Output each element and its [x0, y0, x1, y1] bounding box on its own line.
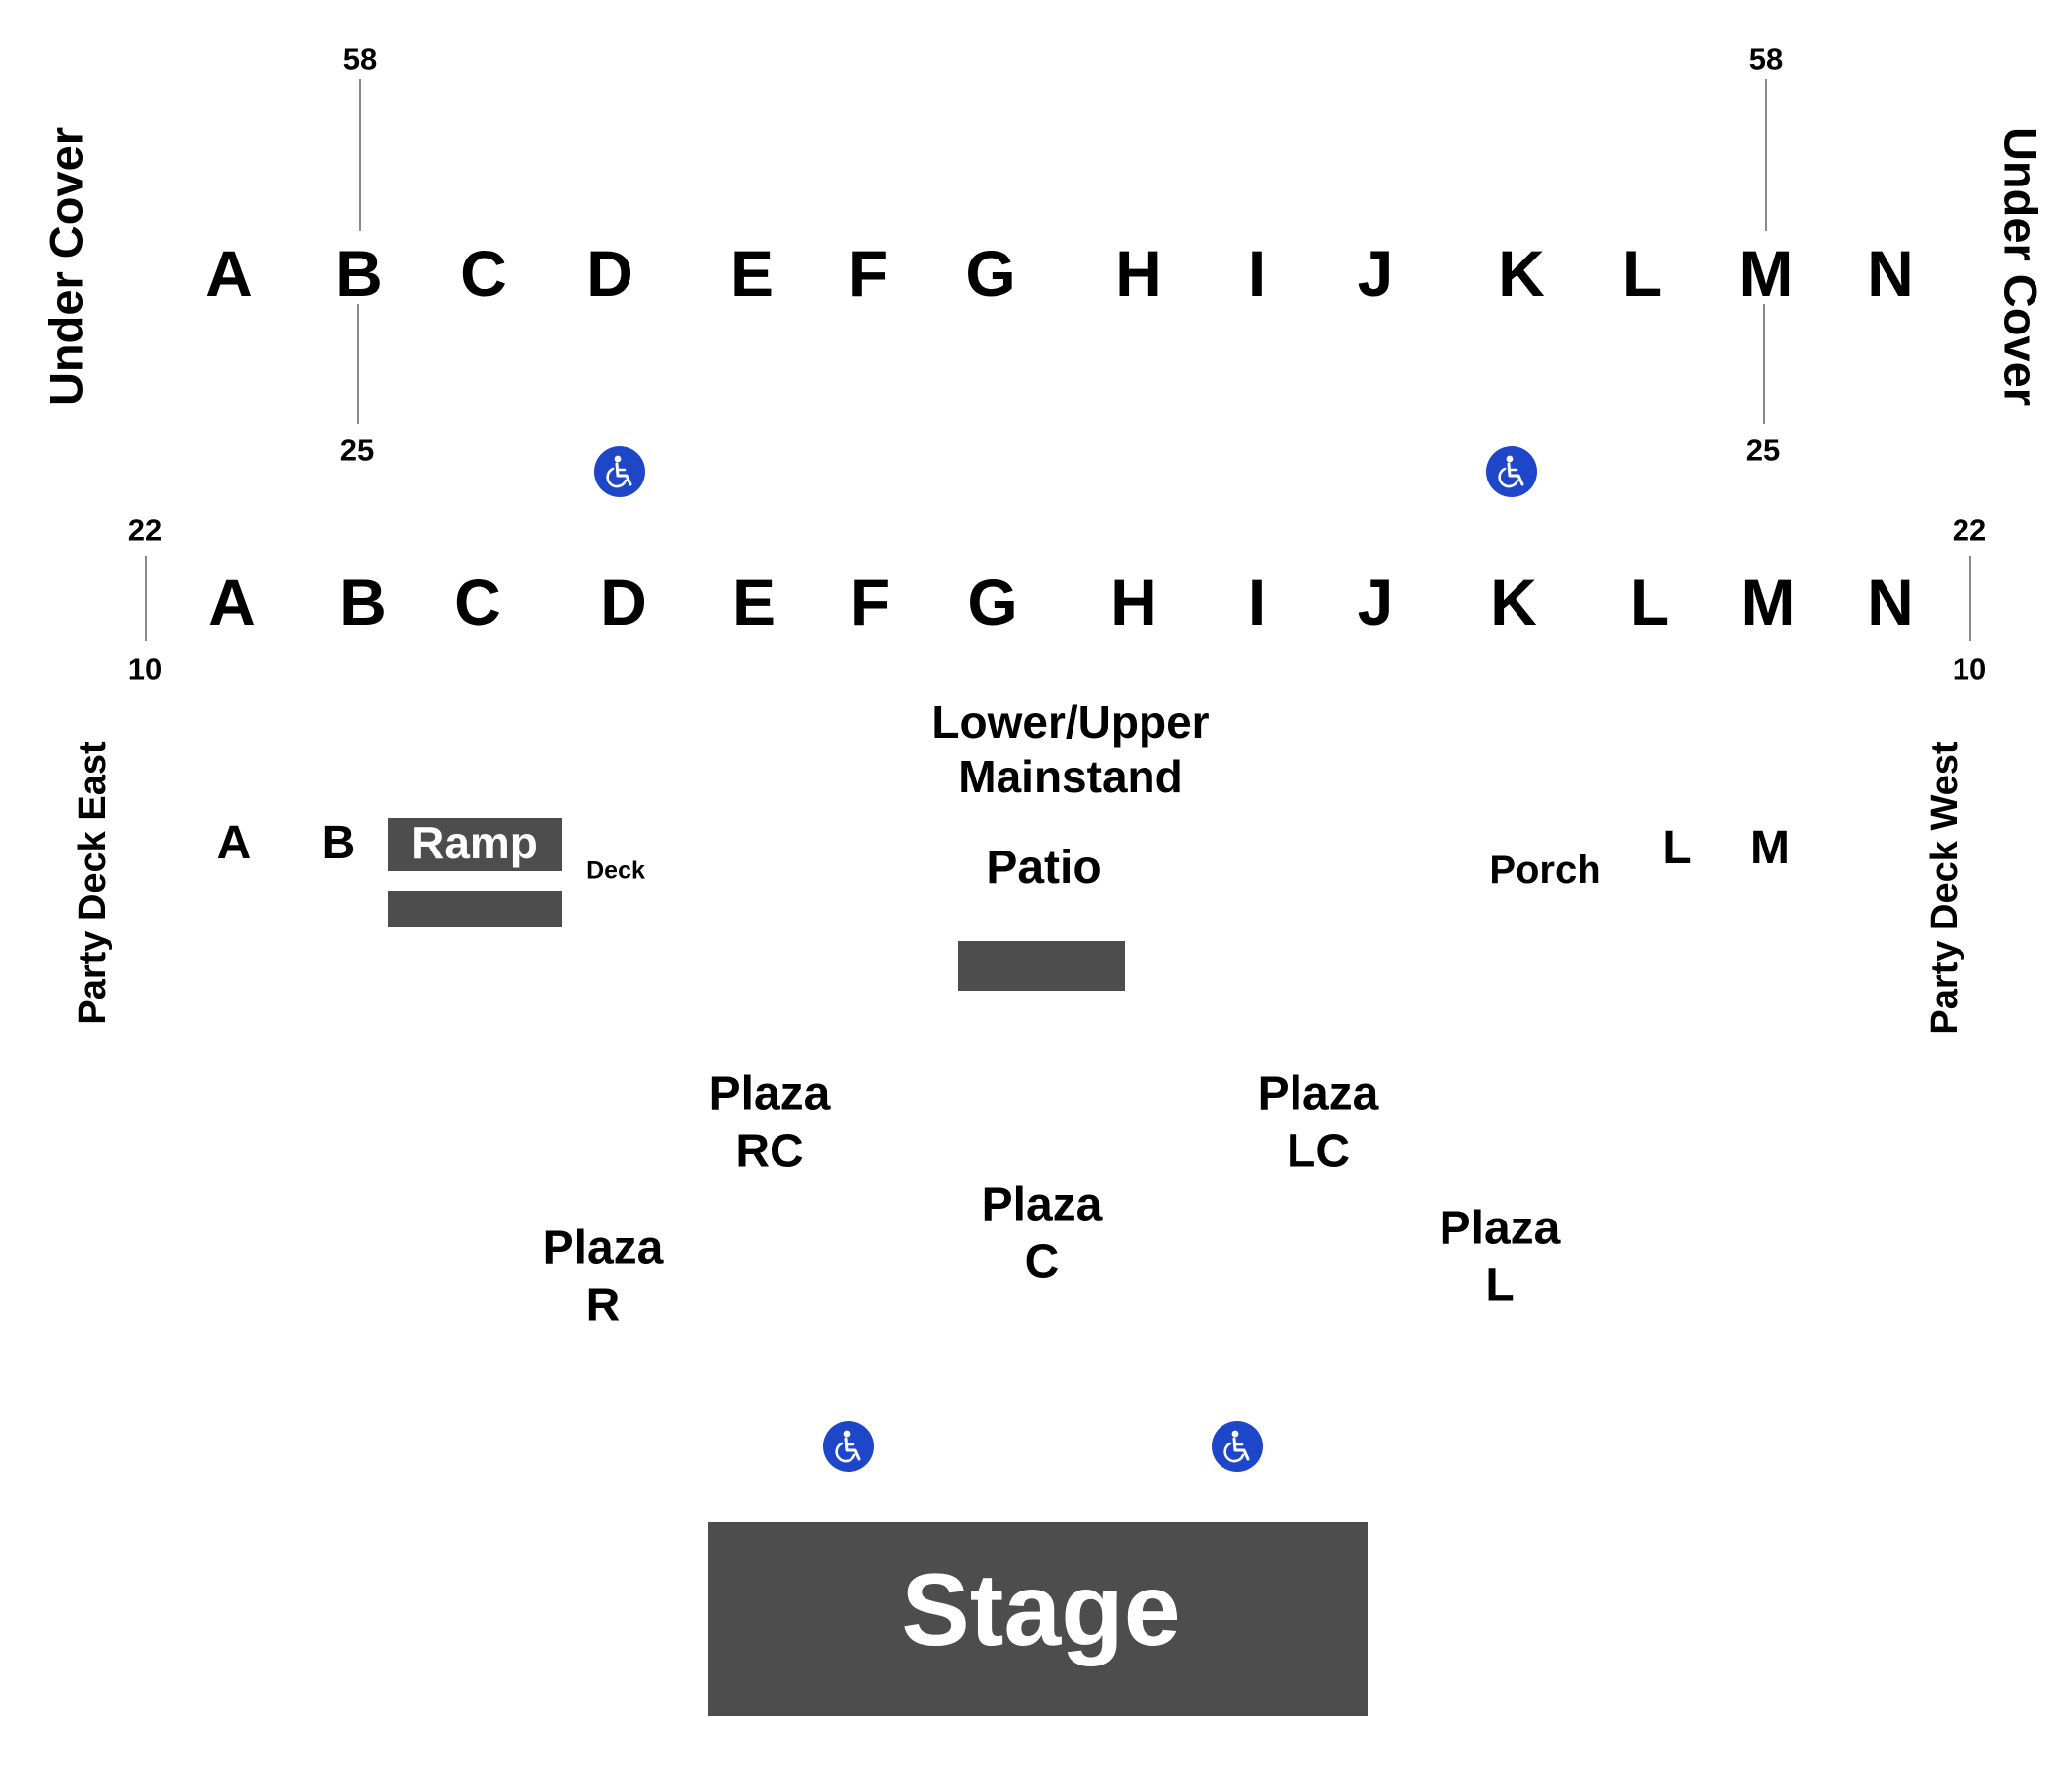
wheelchair-accessible-icon [823, 1421, 874, 1472]
wheelchair-accessible-icon [594, 446, 645, 497]
under-cover-row-letter: J [1357, 237, 1394, 310]
wheelchair-glyph [1498, 455, 1524, 488]
wheelchair-glyph [1223, 1430, 1250, 1463]
deck-label: Deck [586, 856, 645, 885]
stage-block [708, 1522, 1368, 1716]
plaza-l-label: Plaza L [1439, 1202, 1561, 1311]
under-cover-row-letter: D [586, 237, 633, 310]
mainstand-row-letter: B [339, 565, 387, 638]
mainstand-row-letter: G [967, 565, 1018, 638]
under-cover-top-right-number: 58 [1748, 41, 1784, 77]
mainstand-top-left-number: 22 [127, 512, 163, 548]
mainstand-row-letter: M [1740, 565, 1796, 638]
mainstand-top-right-number: 22 [1952, 512, 1987, 548]
mainstand-row-letter: D [600, 565, 647, 638]
plaza-lc-label: Plaza LC [1257, 1068, 1379, 1177]
under-cover-row-letter: A [205, 237, 253, 310]
under-cover-right-top-line [1765, 79, 1767, 231]
mainstand-row-letter: H [1110, 565, 1157, 638]
under-cover-row-letter: M [1739, 237, 1794, 310]
plaza-c-label: Plaza C [981, 1178, 1103, 1288]
mainstand-bottom-right-number: 10 [1952, 651, 1987, 687]
wheelchair-accessible-icon [1486, 446, 1537, 497]
party-deck-west-label: Party Deck West [1924, 741, 1965, 1035]
under-cover-left-top-line [359, 79, 361, 231]
under-cover-row-letter: E [729, 237, 775, 310]
patio-label: Patio [986, 842, 1102, 894]
plaza-rc-label: Plaza RC [708, 1068, 831, 1177]
mainstand-row-letter: K [1490, 565, 1537, 638]
mainstand-row-letter: C [454, 565, 501, 638]
under-cover-row-letter: F [848, 237, 889, 310]
ramp-lower-block [388, 891, 562, 927]
stage-label: Stage [901, 1553, 1181, 1667]
party-deck-west-row-m: M [1750, 822, 1790, 874]
mainstand-bottom-left-number: 10 [127, 651, 163, 687]
mainstand-row-letter: J [1357, 565, 1394, 638]
ramp-label: Ramp [411, 817, 538, 868]
mainstand-row-letter: F [850, 565, 891, 638]
under-cover-left-label: Under Cover [39, 126, 93, 407]
under-cover-row-letter: I [1247, 237, 1267, 310]
under-cover-bottom-left-number: 25 [339, 432, 375, 468]
mainstand-left-line [145, 556, 147, 641]
mainstand-row-letter: N [1867, 565, 1914, 638]
under-cover-bottom-right-number: 25 [1745, 432, 1781, 468]
mainstand-row-letter: L [1629, 565, 1670, 638]
party-deck-east-row-a: A [216, 817, 252, 869]
under-cover-row-letter: L [1621, 237, 1663, 310]
patio-block [958, 941, 1125, 991]
party-deck-east-label: Party Deck East [72, 741, 113, 1025]
porch-label: Porch [1489, 849, 1601, 892]
party-deck-west-row-l: L [1663, 822, 1692, 874]
mainstand-right-line [1969, 556, 1971, 641]
mainstand-label: Lower/Upper Mainstand [931, 696, 1210, 802]
under-cover-left-bottom-line [357, 304, 359, 424]
mainstand-row-letter: I [1247, 565, 1267, 638]
plaza-r-label: Plaza R [542, 1221, 664, 1331]
wheelchair-accessible-icon [1212, 1421, 1263, 1472]
wheelchair-glyph [835, 1430, 861, 1463]
under-cover-row-letter: N [1867, 237, 1914, 310]
mainstand-row-letter: E [731, 565, 777, 638]
party-deck-east-row-b: B [321, 817, 356, 869]
mainstand-row-letter: A [208, 565, 256, 638]
under-cover-row-letter: H [1115, 237, 1162, 310]
under-cover-top-left-number: 58 [342, 41, 378, 77]
under-cover-right-label: Under Cover [1994, 126, 2047, 407]
wheelchair-glyph [606, 455, 632, 488]
under-cover-row-letter: B [335, 237, 383, 310]
under-cover-row-letter: G [965, 237, 1016, 310]
under-cover-row-letter: C [460, 237, 507, 310]
under-cover-row-letter: K [1498, 237, 1545, 310]
under-cover-right-bottom-line [1763, 304, 1765, 424]
ramp-block [388, 818, 562, 871]
